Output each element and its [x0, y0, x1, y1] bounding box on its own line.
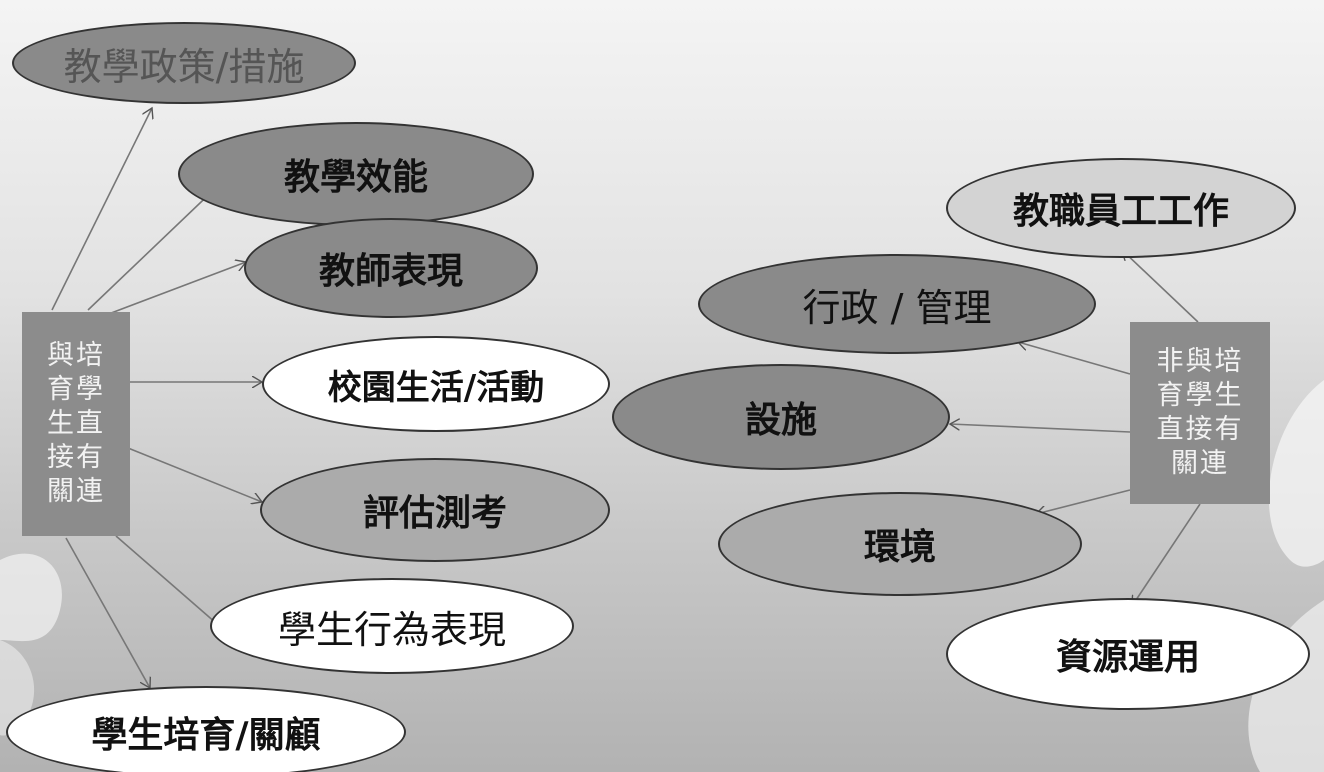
right-hub-line: 直接有	[1156, 414, 1244, 445]
right-hub-line: 關連	[1171, 448, 1229, 480]
arrow-to-facilities	[950, 424, 1131, 433]
left-hub-line: 與培	[47, 339, 105, 371]
left-butterfly-shape	[0, 553, 62, 642]
right-hub-box: 非與培 育學生 直接有 關連	[1130, 322, 1270, 504]
left-hub-line: 生直	[47, 407, 105, 439]
arrow-to-resource-use	[1132, 503, 1201, 606]
node-teacher-performance: 教師表現	[244, 218, 538, 318]
right-butterfly-shape	[1268, 380, 1324, 567]
node-campus-life: 校園生活/活動	[262, 336, 610, 432]
node-student-care: 學生培育/關顧	[6, 686, 406, 772]
node-resource-use: 資源運用	[946, 598, 1310, 710]
node-student-care-label: 學生培育/關顧	[91, 715, 321, 756]
arrow-to-student-care	[65, 537, 150, 688]
node-environment-label: 環境	[863, 527, 936, 568]
node-staff-work: 教職員工工作	[946, 158, 1296, 258]
right-hub-line: 育學生	[1156, 379, 1244, 411]
node-assessment: 評估測考	[260, 458, 610, 562]
left-hub-box: 與培 育學 生直 接有 關連	[22, 312, 130, 536]
left-hub-line: 關連	[47, 476, 105, 508]
arrow-to-staff-work	[1122, 250, 1199, 323]
node-facilities-label: 設施	[744, 400, 817, 441]
right-hub-line: 非與培	[1156, 345, 1244, 377]
arrow-to-teaching-policy	[51, 108, 152, 311]
node-environment: 環境	[718, 492, 1082, 596]
node-resource-use-label: 資源運用	[1055, 637, 1200, 678]
arrow-to-administration	[1018, 342, 1131, 375]
node-teacher-performance-label: 教師表現	[318, 251, 463, 292]
node-campus-life-label: 校園生活/活動	[327, 367, 545, 408]
node-teaching-effectiveness-label: 教學效能	[283, 157, 428, 198]
arrow-to-assessment	[127, 447, 262, 502]
left-hub-line: 育學	[47, 373, 105, 405]
arrow-to-student-behaviour	[115, 535, 224, 630]
node-administration-label: 行政 / 管理	[802, 285, 992, 330]
node-staff-work-label: 教職員工工作	[1012, 191, 1229, 232]
node-teaching-effectiveness: 教學效能	[178, 122, 534, 226]
node-facilities: 設施	[612, 364, 950, 470]
arrow-to-environment	[1036, 489, 1131, 514]
arrow-to-teacher-performance	[97, 262, 246, 319]
arrow-to-teaching-effectiveness	[87, 182, 222, 311]
node-teaching-policy: 教學政策/措施	[12, 22, 356, 104]
node-student-behaviour-label: 學生行為表現	[277, 607, 506, 652]
node-student-behaviour: 學生行為表現	[210, 578, 574, 674]
node-administration: 行政 / 管理	[698, 254, 1096, 354]
node-teaching-policy-label: 教學政策/措施	[63, 44, 305, 89]
left-hub-line: 接有	[47, 442, 105, 473]
node-assessment-label: 評估測考	[362, 493, 507, 534]
